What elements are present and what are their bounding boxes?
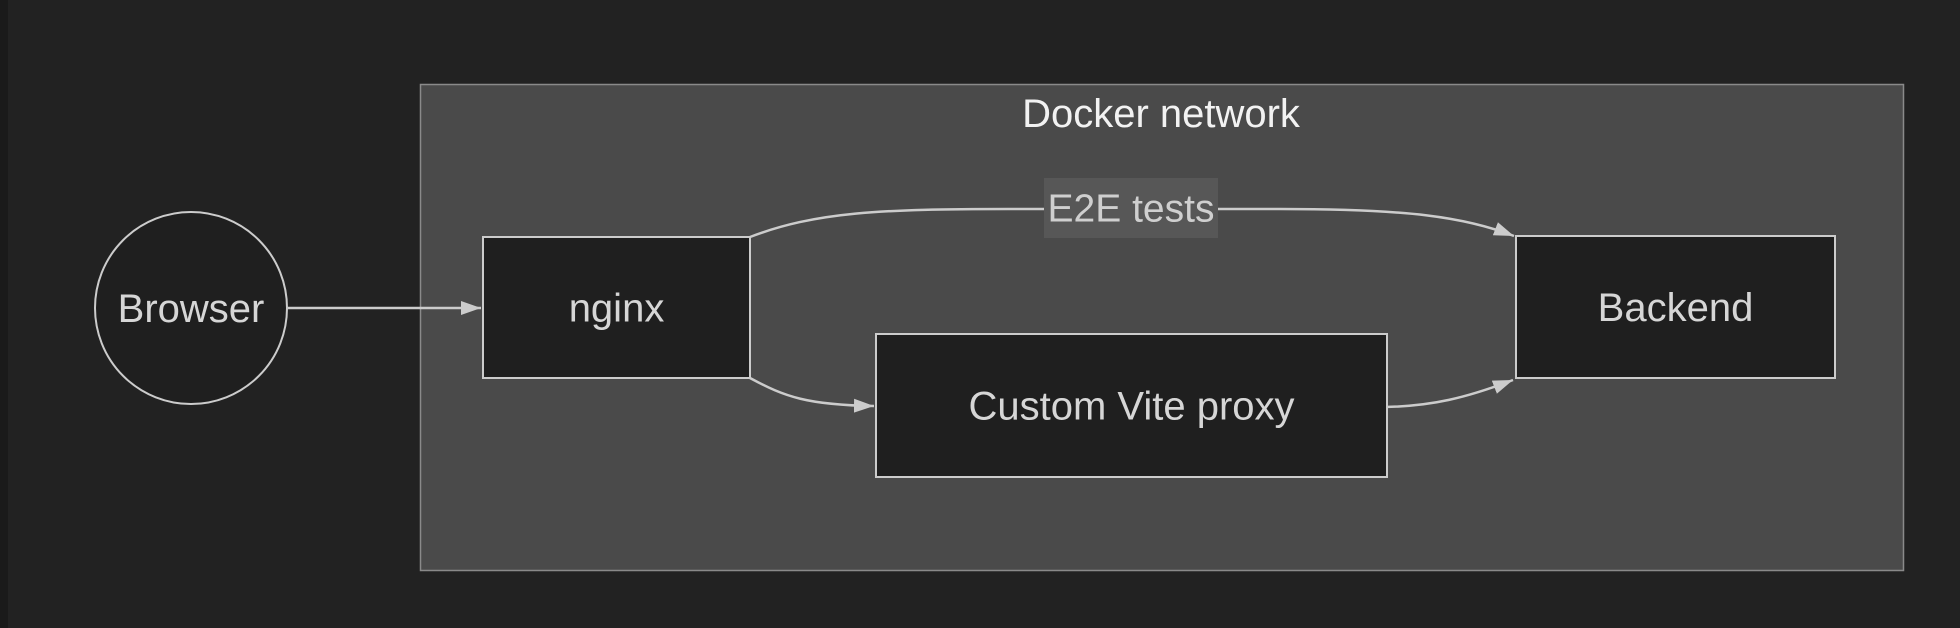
node-nginx-shape [482, 236, 751, 379]
left-edge-strip [0, 0, 8, 628]
edge-label-background [1044, 178, 1218, 238]
node-backend-shape [1515, 235, 1836, 379]
node-browser-label: Browser [118, 287, 265, 331]
node-vite-proxy-shape [875, 333, 1388, 478]
cluster-title: Docker network [1022, 92, 1301, 136]
edge-nginx-to-backend [749, 207, 1515, 239]
edge-label-e2e-tests: E2E tests [1048, 188, 1215, 231]
edge-vite-to-backend [1384, 378, 1514, 409]
node-backend-label: Backend [1598, 286, 1754, 330]
node-browser-shape [94, 211, 288, 405]
node-nginx-label: nginx [569, 287, 665, 331]
edge-nginx-to-vite [749, 376, 875, 413]
node-vite-proxy-label: Custom Vite proxy [968, 385, 1294, 429]
